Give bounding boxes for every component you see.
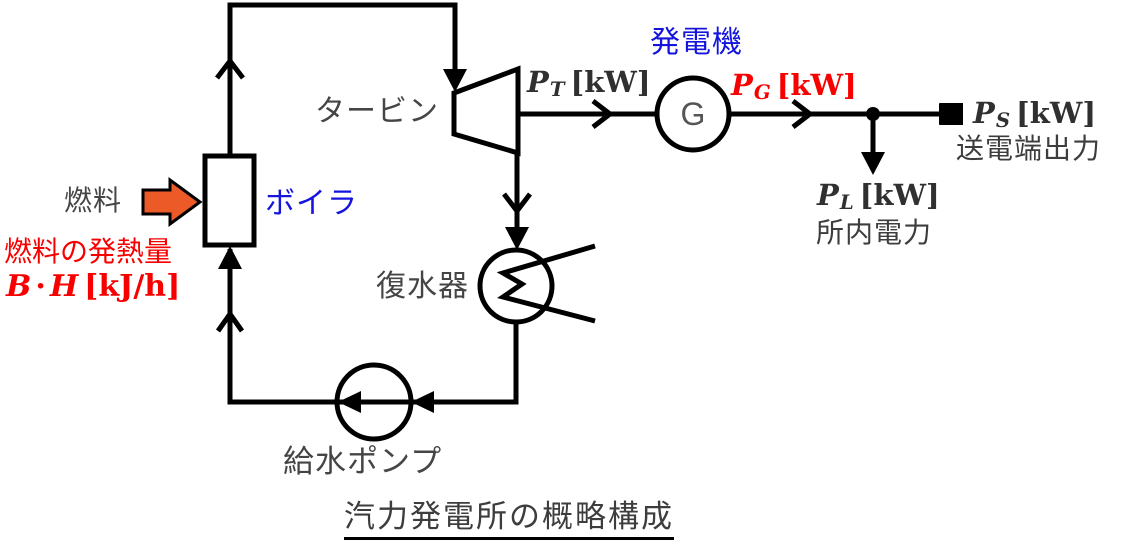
arrowhead-pump-inlet-icon — [411, 391, 434, 413]
condenser-heat-exchange-zigzag — [496, 243, 596, 324]
arrowhead-into-turbine-icon — [443, 69, 467, 92]
turbine-label: タービン — [315, 95, 439, 128]
turbine-symbol — [451, 65, 521, 157]
arrowhead-into-boiler-icon — [218, 246, 242, 269]
boiler-symbol — [202, 153, 257, 248]
generator-g-symbol: G — [680, 96, 706, 132]
junction-dot — [866, 107, 880, 121]
formula-operator: · — [35, 269, 46, 304]
formula-term2: H — [49, 269, 79, 304]
flow-right-chevron-icon — [591, 99, 615, 129]
transmission-output-caption: 送電端出力 — [956, 133, 1102, 164]
pg-subscript: G — [753, 80, 771, 105]
generator-output-label: PG[kW] — [731, 68, 857, 105]
formula-term1: B — [6, 269, 32, 304]
fuel-heat-formula: B·H[kJ/h] — [6, 269, 181, 304]
pl-subscript: L — [839, 190, 854, 215]
diagram-title: 汽力発電所の概略構成 — [344, 500, 674, 541]
water-line-condenser-to-boiler — [227, 249, 519, 405]
arrowhead-into-condenser-icon — [505, 227, 529, 250]
ps-unit: [kW] — [1016, 96, 1097, 130]
ps-subscript: S — [995, 108, 1011, 133]
ps-symbol: P — [973, 96, 995, 130]
feed-pump-label: 給水ポンプ — [283, 444, 443, 479]
feed-pump-symbol — [334, 362, 414, 442]
arrowhead-pump-left-icon — [338, 391, 361, 413]
flow-down-chevron-icon — [502, 192, 532, 216]
flow-up-chevron-icon — [215, 309, 245, 333]
turbine-output-label: PT[kW] — [527, 65, 651, 102]
pl-unit: [kW] — [859, 178, 940, 212]
flow-up-chevron-icon — [215, 56, 245, 80]
transmission-output-label: PS[kW] — [973, 96, 1097, 133]
arrowhead-transmission-icon — [939, 103, 963, 125]
steam-line-boiler-to-turbine — [227, 2, 458, 158]
pg-unit: [kW] — [776, 68, 857, 102]
formula-unit: [kJ/h] — [84, 269, 181, 304]
pt-unit: [kW] — [570, 65, 651, 99]
arrowhead-station-power-icon — [861, 152, 885, 175]
pl-symbol: P — [817, 178, 839, 212]
pt-symbol: P — [527, 65, 549, 99]
station-power-caption: 所内電力 — [816, 217, 933, 248]
flow-right-chevron-icon — [791, 99, 815, 129]
boiler-label: ボイラ — [265, 187, 358, 220]
fuel-heat-title: 燃料の発熱量 — [4, 236, 173, 267]
pt-subscript: T — [549, 77, 565, 102]
station-power-label: PL[kW] — [817, 178, 940, 215]
fuel-input-arrow-icon — [141, 177, 203, 227]
condenser-label: 復水器 — [376, 270, 469, 303]
condenser-symbol — [477, 247, 555, 325]
generator-symbol — [654, 75, 732, 153]
pg-symbol: P — [731, 68, 753, 102]
fuel-label: 燃料 — [64, 185, 123, 216]
generator-label: 発電機 — [650, 26, 743, 59]
